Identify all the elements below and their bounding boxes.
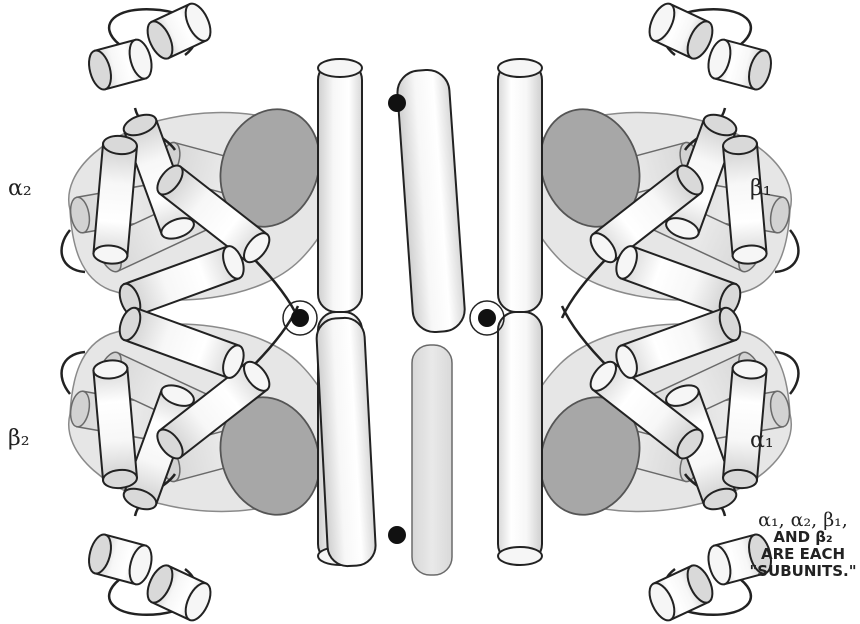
subunits-note: α₁, α₂, β₁, AND β₂ ARE EACH "SUBUNITS." xyxy=(742,512,860,580)
subunit-beta1 xyxy=(498,0,798,319)
label-alpha2: α₂ xyxy=(8,176,32,201)
note-line-2: AND β₂ xyxy=(742,529,860,546)
note-line-3: ARE EACH xyxy=(742,546,860,563)
label-beta2: β₂ xyxy=(8,426,30,451)
note-line-1: α₁, α₂, β₁, xyxy=(742,512,860,529)
subunit-alpha2 xyxy=(62,0,362,319)
label-alpha1: α₁ xyxy=(750,428,774,453)
label-beta1: β₁ xyxy=(750,176,772,201)
note-line-4: "SUBUNITS." xyxy=(742,563,860,580)
